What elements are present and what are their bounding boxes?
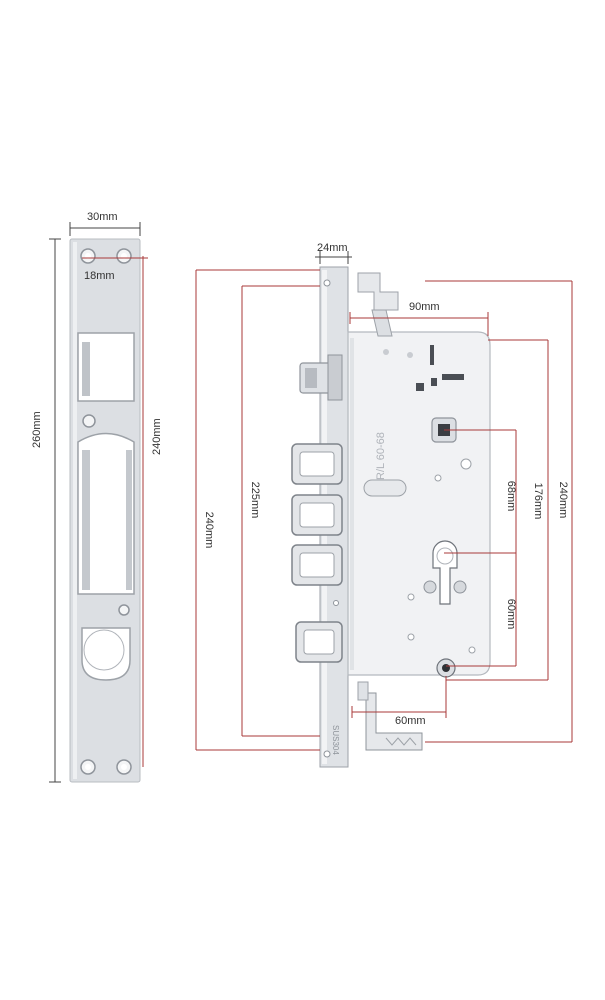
strike-height-label: 260mm <box>31 411 43 448</box>
cylinder-to-bottom-label: 60mm <box>505 599 517 630</box>
right-total-label: 240mm <box>557 482 569 519</box>
case-width-label: 90mm <box>409 301 440 313</box>
dead-bolt-4 <box>295 621 343 663</box>
upper-span-label: 176mm <box>532 483 544 520</box>
dead-bolt-2 <box>291 494 343 536</box>
case-stamp: R/L 60-68 <box>375 432 387 480</box>
bolt-slot <box>77 432 135 595</box>
lock-body-dimensions <box>195 251 573 751</box>
dead-bolt-3 <box>291 544 343 586</box>
bolt-span-label: 225mm <box>249 482 261 519</box>
strike-hole-spacing-label: 18mm <box>84 270 115 282</box>
dead-bolt-1 <box>291 443 343 485</box>
faceplate-height-label: 240mm <box>203 512 215 549</box>
screw-hole-middle <box>82 414 96 428</box>
faceplate-width-label: 24mm <box>317 242 348 254</box>
screw-hole-lower <box>118 604 130 616</box>
lock-body: R/L 60-68 SUS304 R/L 60-68 <box>291 266 491 768</box>
faceplate-stamp-text: SUS304 <box>331 725 340 755</box>
strike-plate-dimensions <box>49 222 148 783</box>
spindle-to-cylinder-label: 68mm <box>505 481 517 512</box>
strike-width-label: 30mm <box>87 211 118 223</box>
strike-plate <box>69 238 141 783</box>
backset-label: 60mm <box>395 715 426 727</box>
strike-hole-pitch-label: 240mm <box>151 418 163 455</box>
